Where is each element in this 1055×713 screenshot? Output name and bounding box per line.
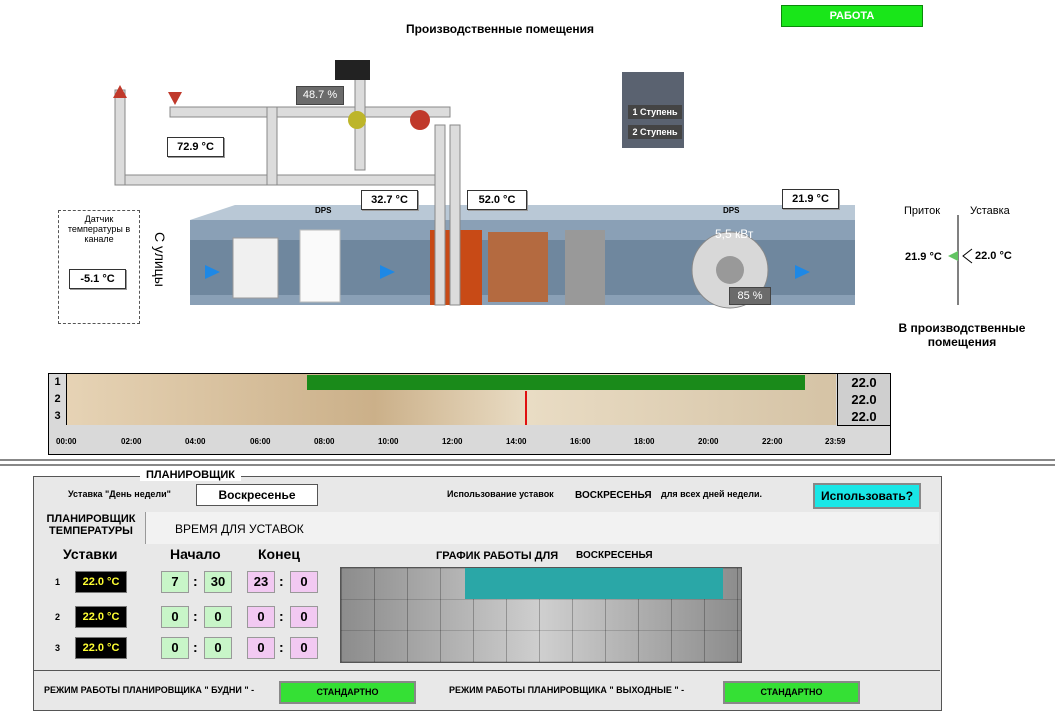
- timeline-row-value: 22.0: [837, 408, 890, 426]
- time-header: ВРЕМЯ ДЛЯ УСТАВОК: [175, 522, 304, 536]
- legend-setpoint: Уставка: [970, 205, 1010, 217]
- mode-weekend-button[interactable]: СТАНДАРТНО: [723, 681, 860, 704]
- dps-2-label: DPS: [723, 206, 740, 215]
- stage-1-button[interactable]: 1 Ступень: [628, 105, 682, 119]
- start-hour[interactable]: 0: [161, 637, 189, 659]
- end-minute[interactable]: 0: [290, 571, 318, 593]
- end-hour[interactable]: 0: [247, 606, 275, 628]
- timeline-tick: 00:00: [56, 437, 77, 446]
- start-hour[interactable]: 0: [161, 606, 189, 628]
- end-hour[interactable]: 23: [247, 571, 275, 593]
- use-day: ВОСКРЕСЕНЬЯ: [575, 490, 652, 501]
- current-time-marker: [525, 391, 527, 425]
- fan-percent: 85 %: [729, 287, 771, 305]
- mode-weekend-label: РЕЖИМ РАБОТЫ ПЛАНИРОВЩИКА " ВЫХОДНЫЕ " -: [449, 685, 685, 695]
- colon: :: [193, 608, 198, 624]
- start-minute[interactable]: 0: [204, 606, 232, 628]
- setpoint-value: 22.0 °C: [975, 250, 1012, 262]
- water-temp-1: 32.7 °C: [361, 190, 418, 210]
- divider: [0, 459, 1055, 461]
- start-minute[interactable]: 30: [204, 571, 232, 593]
- sensor-label: Датчик температуры в канале: [67, 214, 131, 244]
- timeline-row-num: 2: [49, 391, 67, 408]
- hvac-scheme: [113, 60, 973, 309]
- setpoint-temp[interactable]: 22.0 °C: [75, 571, 127, 593]
- start-minute[interactable]: 0: [204, 637, 232, 659]
- cooler-coil: [565, 230, 605, 305]
- timeline-tick: 10:00: [378, 437, 399, 446]
- mode-weekday-button[interactable]: СТАНДАРТНО: [279, 681, 416, 704]
- colon: :: [193, 573, 198, 589]
- heat-recovery: [488, 232, 548, 302]
- colon: :: [279, 639, 284, 655]
- start-hour[interactable]: 7: [161, 571, 189, 593]
- destination-label: В производственные помещения: [898, 321, 1026, 349]
- pump: [410, 110, 430, 130]
- colon: :: [193, 639, 198, 655]
- use-suffix: для всех дней недели.: [661, 489, 762, 499]
- timeline-tick: 02:00: [121, 437, 142, 446]
- timeline-tick: 12:00: [442, 437, 463, 446]
- graph-day: ВОСКРЕСЕНЬЯ: [576, 550, 653, 561]
- outdoor-temp: -5.1 °C: [69, 269, 126, 289]
- timeline-row-value: 22.0: [837, 374, 890, 392]
- schedule-timeline: 1 2 3 22.0 22.0 22.0: [48, 373, 891, 455]
- col-start: Начало: [170, 546, 221, 562]
- valve-percent: 48.7 %: [296, 86, 344, 105]
- timeline-tick: 22:00: [762, 437, 783, 446]
- status-indicator[interactable]: РАБОТА: [781, 5, 923, 27]
- filter-bag: [299, 229, 341, 303]
- supply-duct-temp: 21.9 °C: [782, 189, 839, 209]
- schedule-bar-1: [465, 568, 723, 599]
- weekday-label: Уставка "День недели": [68, 489, 171, 499]
- use-text: Использование уставок: [447, 489, 554, 499]
- timeline-tick: 14:00: [506, 437, 527, 446]
- page-title: Производственные помещения: [405, 22, 595, 36]
- colon: :: [279, 608, 284, 624]
- use-button[interactable]: Использовать?: [813, 483, 921, 509]
- setpoint-num: 2: [55, 612, 61, 622]
- planner-title: ПЛАНИРОВЩИК: [140, 469, 241, 481]
- setpoint-num: 1: [55, 577, 61, 587]
- filter-panel: [232, 237, 279, 299]
- timeline-tick: 23:59: [825, 437, 846, 446]
- divider: [33, 670, 940, 671]
- timeline-tick: 16:00: [570, 437, 591, 446]
- mode-weekday-label: РЕЖИМ РАБОТЫ ПЛАНИРОВЩИКА " БУДНИ " -: [44, 685, 255, 695]
- fan-power: 5,5 кВт: [715, 227, 754, 241]
- timeline-active-bar: [307, 375, 805, 390]
- graph-title: ГРАФИК РАБОТЫ ДЛЯ: [436, 550, 559, 562]
- colon: :: [279, 573, 284, 589]
- timeline-tick: 20:00: [698, 437, 719, 446]
- from-street-label: С улицы: [152, 232, 168, 287]
- divider: [0, 464, 1055, 466]
- end-hour[interactable]: 0: [247, 637, 275, 659]
- setpoint-temp[interactable]: 22.0 °C: [75, 637, 127, 659]
- supply-value: 21.9 °C: [905, 251, 942, 263]
- timeline-row-value: 22.0: [837, 391, 890, 409]
- return-temp: 72.9 °C: [167, 137, 224, 157]
- time-header-bg: [145, 512, 939, 544]
- legend-supply: Приток: [904, 205, 941, 217]
- end-minute[interactable]: 0: [290, 637, 318, 659]
- valve-actuator: [335, 60, 370, 80]
- temp-planner-label: ПЛАНИРОВЩИК ТЕМПЕРАТУРЫ: [46, 513, 136, 537]
- weekday-select[interactable]: Воскресенье: [196, 484, 318, 506]
- timeline-row-num: 1: [49, 374, 67, 391]
- timeline-row-num: 3: [49, 408, 67, 425]
- setpoint-temp[interactable]: 22.0 °C: [75, 606, 127, 628]
- dps-1-label: DPS: [315, 206, 332, 215]
- timeline-tick: 08:00: [314, 437, 335, 446]
- water-temp-2: 52.0 °C: [467, 190, 527, 210]
- col-end: Конец: [258, 546, 300, 562]
- setpoint-num: 3: [55, 643, 61, 653]
- timeline-tick: 06:00: [250, 437, 271, 446]
- end-minute[interactable]: 0: [290, 606, 318, 628]
- sensor-box: Датчик температуры в канале -5.1 °C: [58, 210, 140, 324]
- stage-2-button[interactable]: 2 Ступень: [628, 125, 682, 139]
- timeline-tick: 18:00: [634, 437, 655, 446]
- timeline-tick: 04:00: [185, 437, 206, 446]
- col-setpoints: Уставки: [63, 546, 118, 562]
